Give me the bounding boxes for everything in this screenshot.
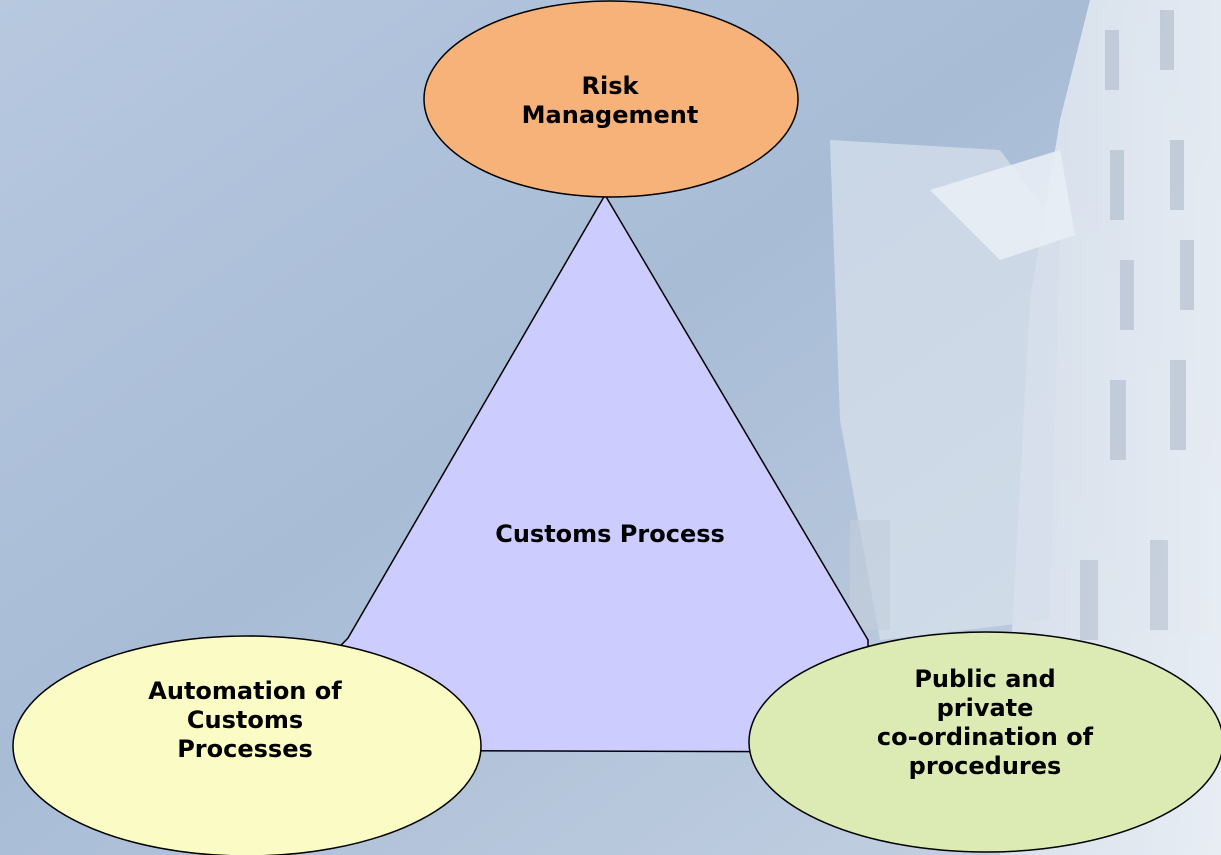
coordination-label-line-3: co-ordination of	[876, 723, 1094, 751]
risk-management-node	[423, 0, 799, 198]
coordination-label-line-2: private	[936, 694, 1034, 722]
risk-management-label: Risk Management	[480, 72, 740, 130]
center-label: Customs Process	[430, 520, 790, 549]
automation-label-line-2: Customs	[186, 706, 304, 734]
coordination-label-line-4: procedures	[908, 752, 1062, 780]
coordination-label-line-1: Public and	[914, 665, 1056, 693]
coordination-node	[748, 631, 1221, 853]
automation-node	[12, 635, 482, 855]
risk-label-line-1: Risk	[581, 72, 639, 100]
center-label-text: Customs Process	[495, 520, 725, 548]
customs-process-triangle	[238, 193, 869, 753]
coordination-label: Public and private co-ordination of proc…	[830, 665, 1140, 781]
automation-label-line-1: Automation of	[148, 677, 342, 705]
risk-label-line-2: Management	[521, 101, 699, 129]
automation-label: Automation of Customs Processes	[100, 677, 390, 764]
automation-label-line-3: Processes	[177, 735, 313, 763]
